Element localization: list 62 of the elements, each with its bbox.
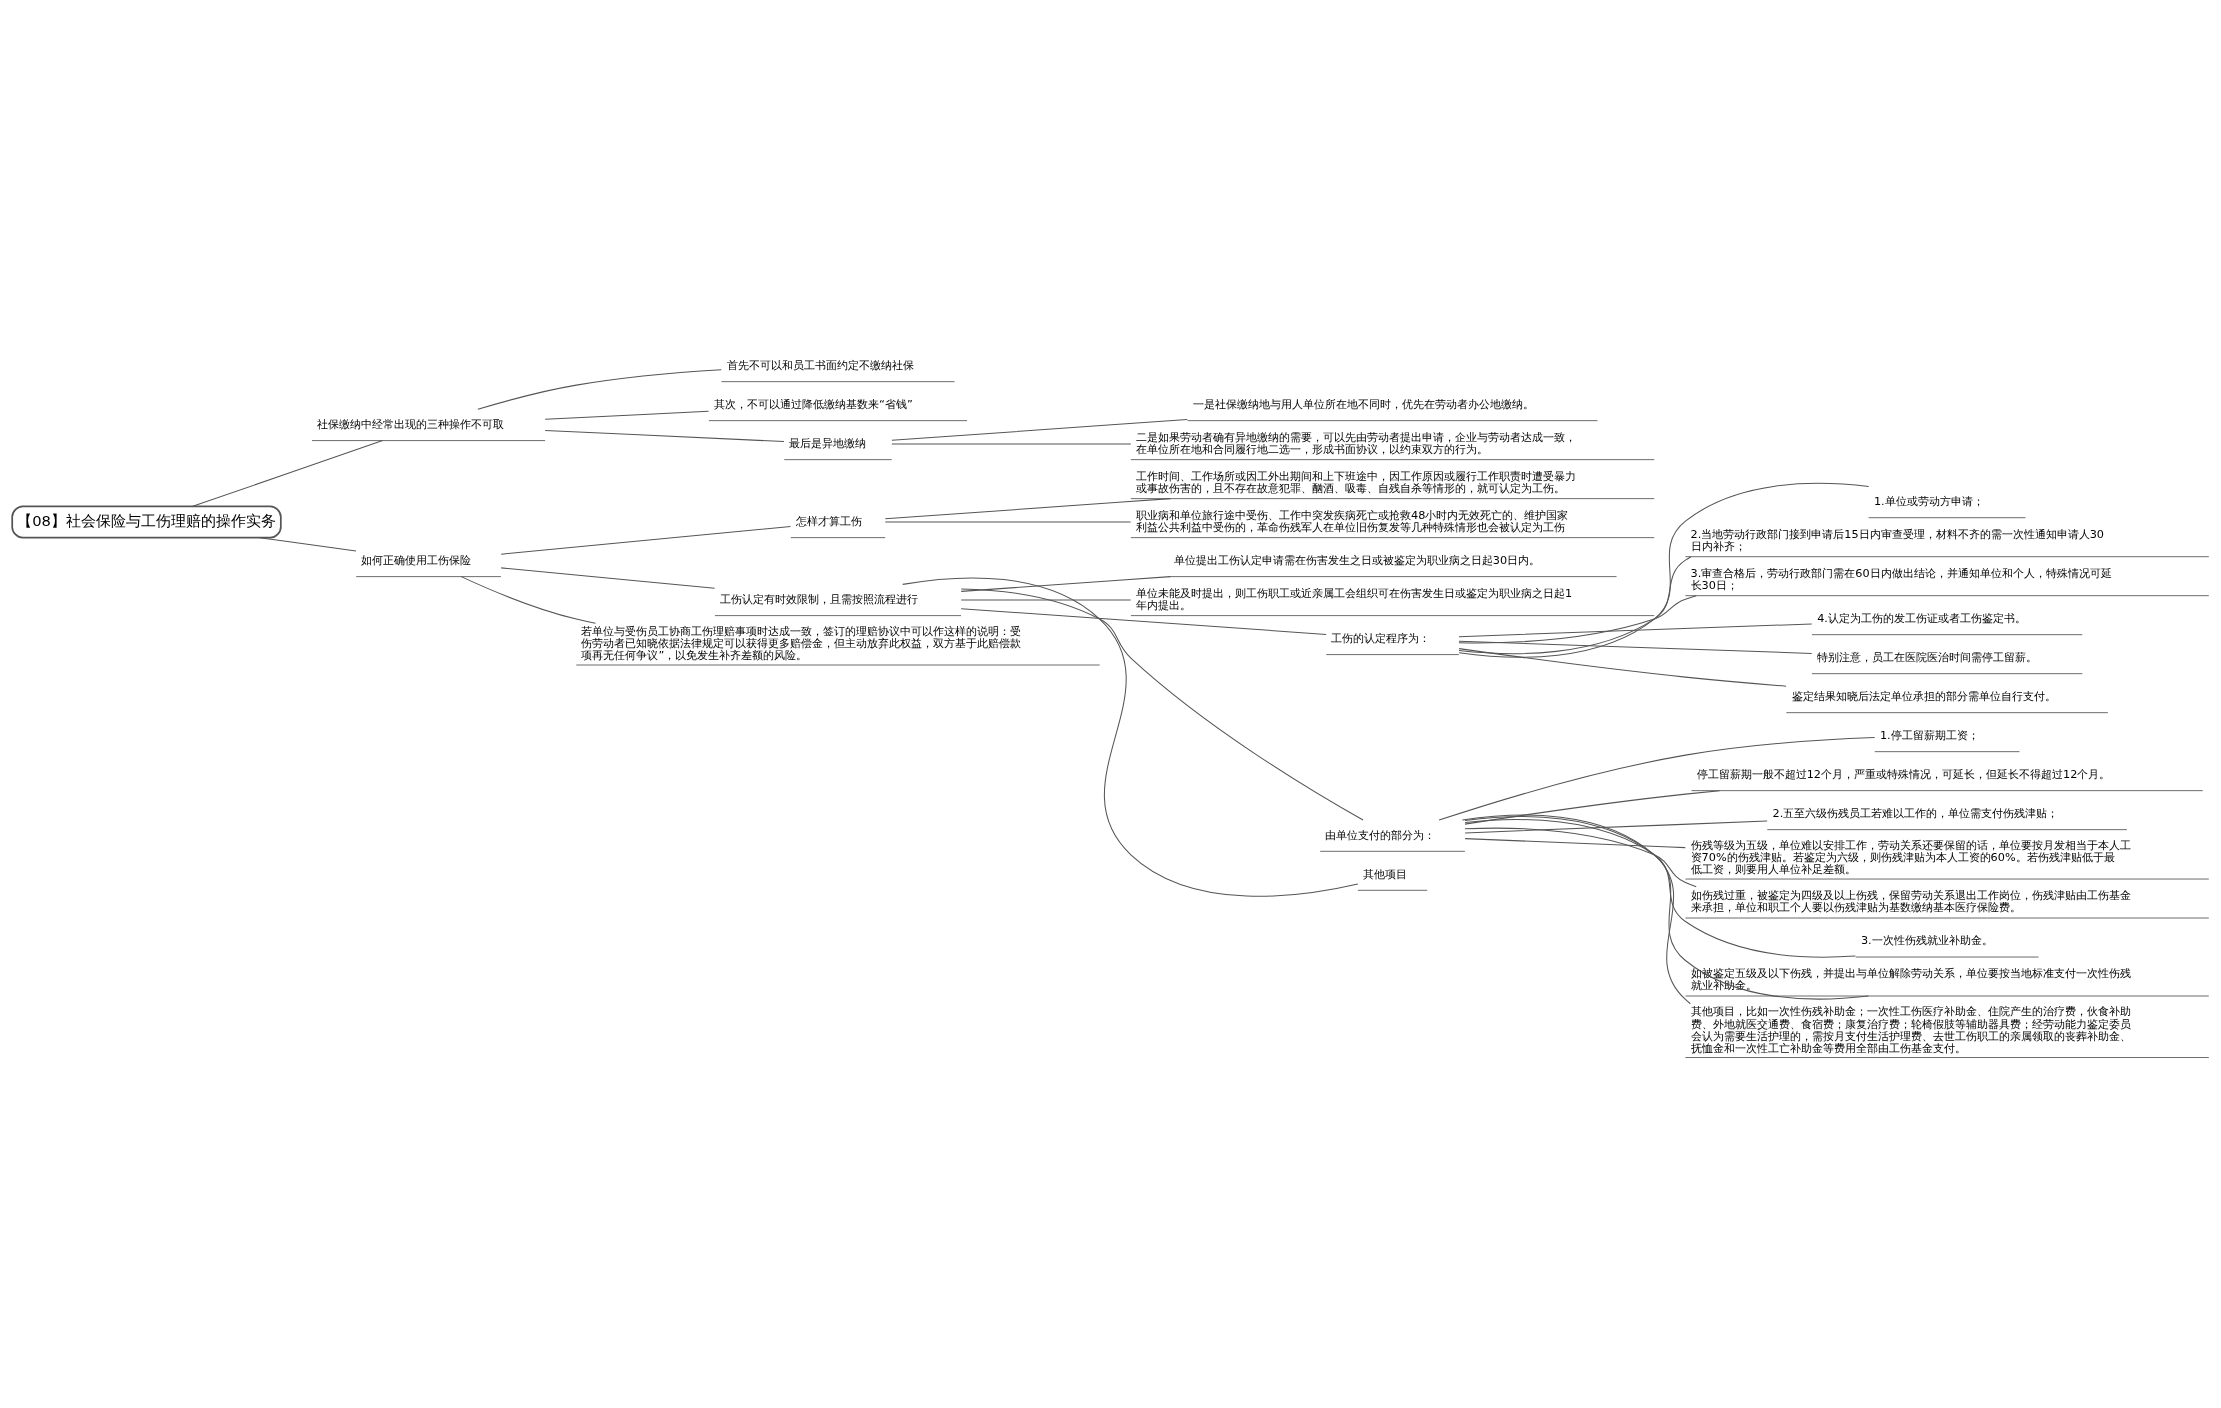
node-text: 单位未能及时提出，则工伤职工或近亲属工会组织可在伤害发生日或鉴定为职业病之日起1年内提出。: [1136, 586, 1573, 613]
connector: [960, 608, 1327, 635]
connector: [544, 410, 710, 420]
connector: [1458, 595, 1697, 644]
connector: [960, 576, 1171, 592]
connector: [544, 429, 785, 443]
node-text: 1.停工留薪期工资；: [1879, 729, 1979, 743]
node-text: 一是社保缴纳地与用人单位所在地不同时，优先在劳动者办公地缴纳。: [1192, 398, 1534, 411]
node-text: 工作时间、工作场所或因工外出期间和上下班途中，因工作原因或履行工作职责时遭受暴力或事故伤害的，且不存在故意犯罪、酗酒、吸毒、自残自杀等情形的，就可认定为工伤。: [1136, 469, 1577, 496]
connector: [1464, 816, 1869, 1000]
connector: [1461, 814, 1691, 1005]
connector: [1458, 556, 1692, 655]
connector: [500, 567, 716, 589]
node-text: 最后是异地缴纳: [789, 436, 867, 450]
connector: [1458, 648, 1787, 687]
connector: [1458, 640, 1813, 654]
connector: [460, 576, 596, 624]
connector: [477, 369, 722, 410]
connector: [1464, 827, 1697, 888]
connector: [891, 443, 1132, 445]
connector: [1464, 819, 1856, 958]
connector: [1464, 838, 1686, 849]
node-text: 若单位与受伤员工协商工伤理赔事项时达成一致，签订的理赔协议中可以作这样的说明：受伤劳动者已知晓依据法律规定可以获得更多赔偿金，但主动放弃此权益，双方基于此赔偿款项再无任何争议”，以免发生补齐差额的风险。: [581, 625, 1022, 663]
node-text: 职业病和单位旅行途中受伤、工作中突发疾病死亡或抢救48小时内无效死亡的、维护国家利益公共利益中受伤的，革命伤残军人在单位旧伤复发等几种特殊情形也会被认定为工伤: [1136, 508, 1569, 535]
node-text: 首先不可以和员工书面约定不缴纳社保: [726, 359, 914, 373]
node-text: 怎样才算工伤: [795, 514, 862, 528]
connector: [192, 440, 384, 507]
connector: [902, 577, 1359, 897]
node-text: 3.审查合格后，劳动行政部门需在60日内做出结论，并通知单位和个人，特殊情况可延长30日；: [1690, 566, 2112, 593]
connector: [1464, 790, 1721, 825]
node-text: 社保缴纳中经常出现的三种操作不可取: [317, 417, 505, 431]
node-text: 如何正确使用工伤保险: [361, 553, 472, 567]
connector: [960, 588, 1364, 821]
node-text: 伤残等级为五级，单位难以安排工作，劳动关系还要保留的话，单位要按月发相当于本人工资70%的伤残津贴。若鉴定为六级，则伤残津贴为本人工资的60%。若伤残津贴低于最低工资，则要用人单位补足差额。: [1690, 839, 2131, 877]
connector: [884, 521, 1132, 523]
connector: [1458, 482, 1870, 658]
node-text: 特别注意，员工在医院医治时间需停工留薪。: [1817, 651, 2038, 665]
node-text: 由单位支付的部分为：: [1325, 828, 1436, 842]
node-text: 停工留薪期一般不超过12个月，严重或特殊情况，可延长，但延长不得超过12个月。: [1696, 768, 2111, 781]
connector: [1464, 820, 1768, 834]
connector: [960, 599, 1132, 601]
node-text: 单位提出工伤认定申请需在伤害发生之日或被鉴定为职业病之日起30日内。: [1173, 553, 1541, 567]
node-text: 3.一次性伤残就业补助金。: [1860, 934, 1993, 948]
node-text: 其次，不可以通过降低缴纳基数来“省钱”: [714, 398, 913, 411]
node-text: 二是如果劳动者确有异地缴纳的需要，可以先由劳动者提出申请，企业与劳动者达成一致，在单位所在地和合同履行地二选一，形成书面协议，以约束双方的行为。: [1136, 430, 1577, 457]
node-text: 2.五至六级伤残员工若难以工作的，单位需支付伤残津贴；: [1772, 806, 2059, 820]
connector: [1458, 623, 1813, 638]
connector: [259, 537, 357, 552]
node-text: 工伤认定有时效限制，且需按照流程进行: [720, 592, 919, 606]
connector: [1438, 737, 1876, 821]
connector: [500, 525, 792, 555]
node-text: 1.单位或劳动方申请；: [1873, 495, 1984, 509]
node-text: 工伤的认定程序为：: [1331, 631, 1431, 645]
node-text: 鉴定结果知晓后法定单位承担的部分需单位自行支付。: [1791, 690, 2056, 704]
node-text: 2.当地劳动行政部门接到申请后15日内审查受理，材料不齐的需一次性通知申请人30日内补齐；: [1690, 527, 2104, 554]
node-text: 4.认定为工伤的发工伤证或者工伤鉴定书。: [1817, 612, 2026, 626]
node-text: 如伤残过重，被鉴定为四级及以上伤残，保留劳动关系退出工作岗位，伤残津贴由工伤基金来承担，单位和职工个人要以伤残津贴为基数缴纳基本医疗保险费。: [1690, 889, 2131, 915]
node-text: 其他项目，比如一次性伤残补助金；一次性工伤医疗补助金、住院产生的治疗费，伙食补助费、外地就医交通费、食宿费；康复治疗费；轮椅假肢等辅助器具费；经劳动能力鉴定委员会认为需要生活护理的，需按月支付生活护理费、去世工伤职工的亲属领取的丧葬补助金、抚恤金和一次性工亡补助金等费用全部由工伤基金支付。: [1690, 1005, 2131, 1055]
connector: [884, 498, 1172, 520]
connector: [891, 418, 1188, 441]
node-box: 【08】社会保险与工伤理赔的操作实务: [11, 505, 282, 539]
node-text: 其他项目: [1363, 867, 1408, 881]
